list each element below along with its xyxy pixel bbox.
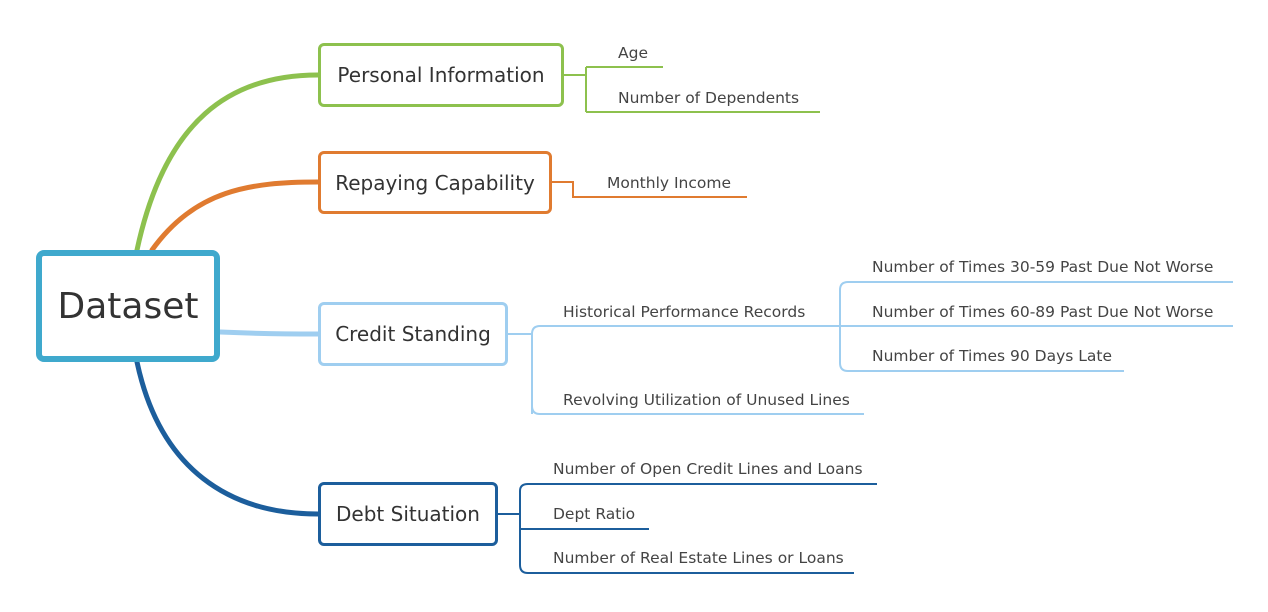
leaf-real-estate-lines[interactable]: Number of Real Estate Lines or Loans bbox=[553, 549, 844, 567]
connector-root-repaying bbox=[149, 179, 321, 253]
connector-credit-children bbox=[508, 325, 864, 415]
root-node-dataset[interactable]: Dataset bbox=[36, 250, 220, 362]
leaf-number-of-dependents[interactable]: Number of Dependents bbox=[618, 89, 800, 107]
leaf-monthly-income[interactable]: Monthly Income bbox=[607, 174, 732, 192]
connector-debt-children bbox=[498, 483, 877, 574]
connector-personal-children bbox=[564, 66, 820, 113]
connector-root-personal bbox=[134, 72, 321, 253]
leaf-historical-performance-records[interactable]: Historical Performance Records bbox=[563, 303, 806, 321]
leaf-age[interactable]: Age bbox=[618, 44, 648, 62]
root-label: Dataset bbox=[57, 285, 199, 327]
leaf-times-60-89-past-due[interactable]: Number of Times 60-89 Past Due Not Worse bbox=[872, 303, 1214, 321]
branch-label: Repaying Capability bbox=[335, 170, 535, 195]
leaf-revolving-utilization[interactable]: Revolving Utilization of Unused Lines bbox=[563, 391, 850, 409]
branch-debt-situation[interactable]: Debt Situation bbox=[318, 482, 498, 546]
connector-root-debt bbox=[134, 359, 321, 517]
connector-repaying-children bbox=[552, 181, 747, 198]
leaf-open-credit-lines[interactable]: Number of Open Credit Lines and Loans bbox=[553, 460, 863, 478]
leaf-dept-ratio[interactable]: Dept Ratio bbox=[553, 505, 636, 523]
leaf-times-30-59-past-due[interactable]: Number of Times 30-59 Past Due Not Worse bbox=[872, 258, 1214, 276]
leaf-times-90-days-late[interactable]: Number of Times 90 Days Late bbox=[872, 347, 1113, 365]
branch-repaying-capability[interactable]: Repaying Capability bbox=[318, 151, 552, 214]
branch-personal-information[interactable]: Personal Information bbox=[318, 43, 564, 107]
branch-label: Credit Standing bbox=[335, 322, 491, 346]
branch-credit-standing[interactable]: Credit Standing bbox=[318, 302, 508, 366]
connector-root-credit bbox=[217, 329, 321, 337]
branch-label: Personal Information bbox=[337, 63, 545, 87]
branch-label: Debt Situation bbox=[336, 502, 480, 526]
connector-historical-children bbox=[839, 281, 1233, 372]
